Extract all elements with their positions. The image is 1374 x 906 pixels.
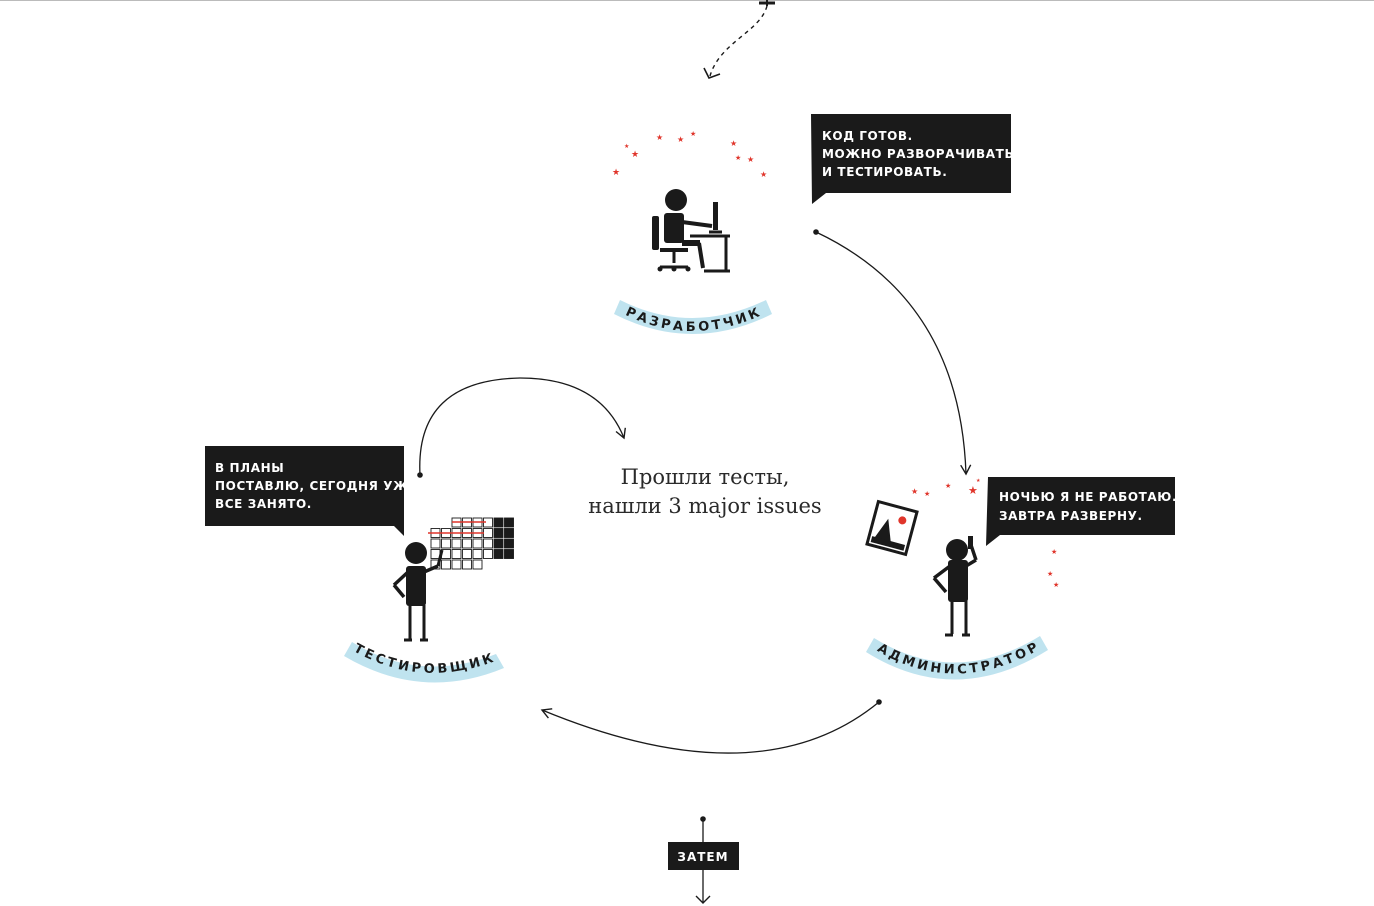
admin-ribbon bbox=[866, 636, 1048, 680]
task-cell bbox=[430, 549, 441, 559]
star-icon: ★ bbox=[624, 143, 629, 150]
task-cell bbox=[462, 559, 472, 570]
admin-on-phone-icon bbox=[932, 536, 978, 637]
task-cell bbox=[493, 538, 504, 549]
next-step-connector: ЗАТЕМ bbox=[668, 816, 739, 904]
developer-at-desk-icon bbox=[652, 189, 730, 273]
arrow-tester-to-center bbox=[417, 377, 626, 478]
admin-speech-line-2: ЗАВТРА РАЗВЕРНУ. bbox=[999, 509, 1143, 523]
task-cell bbox=[472, 538, 483, 549]
task-cell bbox=[451, 559, 462, 570]
admin-label: АДМИНИСТРАТОР bbox=[875, 639, 1044, 678]
tester-speech-bubble: В ПЛАНЫ ПОСТАВЛЮ, СЕГОДНЯ УЖЕ ВСЕ ЗАНЯТО… bbox=[205, 446, 417, 536]
admin-speech-line-1: НОЧЬЮ Я НЕ РАБОТАЮ. bbox=[999, 490, 1177, 504]
developer-speech-line-2: МОЖНО РАЗВОРАЧИВАТЬ bbox=[822, 147, 1014, 161]
star-icon: ★ bbox=[945, 482, 951, 490]
tester-ribbon bbox=[344, 642, 504, 683]
developer-speech-bubble: КОД ГОТОВ. МОЖНО РАЗВОРАЧИВАТЬ И ТЕСТИРО… bbox=[811, 114, 1014, 204]
task-cell bbox=[441, 538, 451, 549]
task-cell bbox=[504, 517, 514, 528]
task-cell bbox=[483, 549, 493, 559]
task-cell bbox=[504, 528, 514, 538]
star-icon: ★ bbox=[735, 154, 741, 162]
tester-with-board-icon bbox=[392, 542, 444, 642]
task-cell bbox=[451, 538, 462, 549]
task-cell bbox=[430, 559, 441, 570]
star-icon: ★ bbox=[677, 135, 684, 144]
star-icon: ★ bbox=[1047, 570, 1053, 578]
star-icon: ★ bbox=[612, 167, 620, 177]
task-cell bbox=[430, 538, 441, 549]
task-cell bbox=[472, 549, 483, 559]
task-cell bbox=[493, 549, 504, 559]
task-cell bbox=[504, 549, 514, 559]
star-icon: ★ bbox=[976, 478, 981, 484]
task-cell bbox=[462, 549, 472, 559]
tester-speech-line-3: ВСЕ ЗАНЯТО. bbox=[215, 497, 312, 511]
star-icon: ★ bbox=[968, 485, 978, 497]
task-cell bbox=[483, 538, 493, 549]
task-cell bbox=[441, 559, 451, 570]
tester-node: В ПЛАНЫ ПОСТАВЛЮ, СЕГОДНЯ УЖЕ ВСЕ ЗАНЯТО… bbox=[205, 446, 514, 683]
tester-speech-line-1: В ПЛАНЫ bbox=[215, 461, 284, 475]
task-cell bbox=[504, 538, 514, 549]
next-step-label: ЗАТЕМ bbox=[677, 850, 728, 864]
task-cell bbox=[493, 517, 504, 528]
admin-speech-bubble: НОЧЬЮ Я НЕ РАБОТАЮ. ЗАВТРА РАЗВЕРНУ. bbox=[986, 477, 1177, 546]
star-icon: ★ bbox=[924, 490, 930, 498]
admin-stars: ★ ★ ★ ★ ★ ★ ★ ★ bbox=[911, 478, 1059, 589]
developer-speech-line-3: И ТЕСТИРОВАТЬ. bbox=[822, 165, 947, 179]
task-cell bbox=[472, 559, 483, 570]
star-icon: ★ bbox=[747, 155, 754, 164]
arrow-developer-to-admin bbox=[813, 229, 972, 476]
star-icon: ★ bbox=[911, 487, 918, 496]
night-stars: ★ ★ ★ ★ ★ ★ ★ ★ ★ ★ bbox=[612, 130, 767, 179]
incoming-arrow bbox=[703, 0, 775, 79]
developer-ribbon bbox=[614, 300, 772, 334]
arrow-admin-to-tester bbox=[540, 699, 882, 754]
star-icon: ★ bbox=[730, 139, 737, 148]
star-icon: ★ bbox=[1053, 581, 1059, 589]
task-board bbox=[428, 517, 514, 570]
task-cell bbox=[462, 538, 472, 549]
developer-node: ★ ★ ★ ★ ★ ★ ★ ★ ★ ★ bbox=[612, 114, 1014, 335]
star-icon: ★ bbox=[690, 130, 696, 138]
photo-frame-icon bbox=[865, 499, 919, 557]
center-caption-line-1: Прошли тесты, bbox=[621, 465, 790, 489]
star-icon: ★ bbox=[760, 170, 767, 179]
star-icon: ★ bbox=[656, 133, 663, 142]
next-step-box bbox=[668, 842, 739, 870]
developer-speech-line-1: КОД ГОТОВ. bbox=[822, 129, 913, 143]
admin-node: ★ ★ ★ ★ ★ ★ ★ ★ bbox=[865, 477, 1177, 680]
star-icon: ★ bbox=[631, 149, 639, 159]
task-cell bbox=[493, 528, 504, 538]
task-cell bbox=[451, 549, 462, 559]
task-cell bbox=[483, 528, 493, 538]
moon-icon bbox=[711, 132, 728, 156]
tester-speech-line-2: ПОСТАВЛЮ, СЕГОДНЯ УЖЕ bbox=[215, 479, 417, 493]
star-icon: ★ bbox=[1051, 548, 1057, 556]
center-caption-line-2: нашли 3 major issues bbox=[588, 494, 821, 518]
